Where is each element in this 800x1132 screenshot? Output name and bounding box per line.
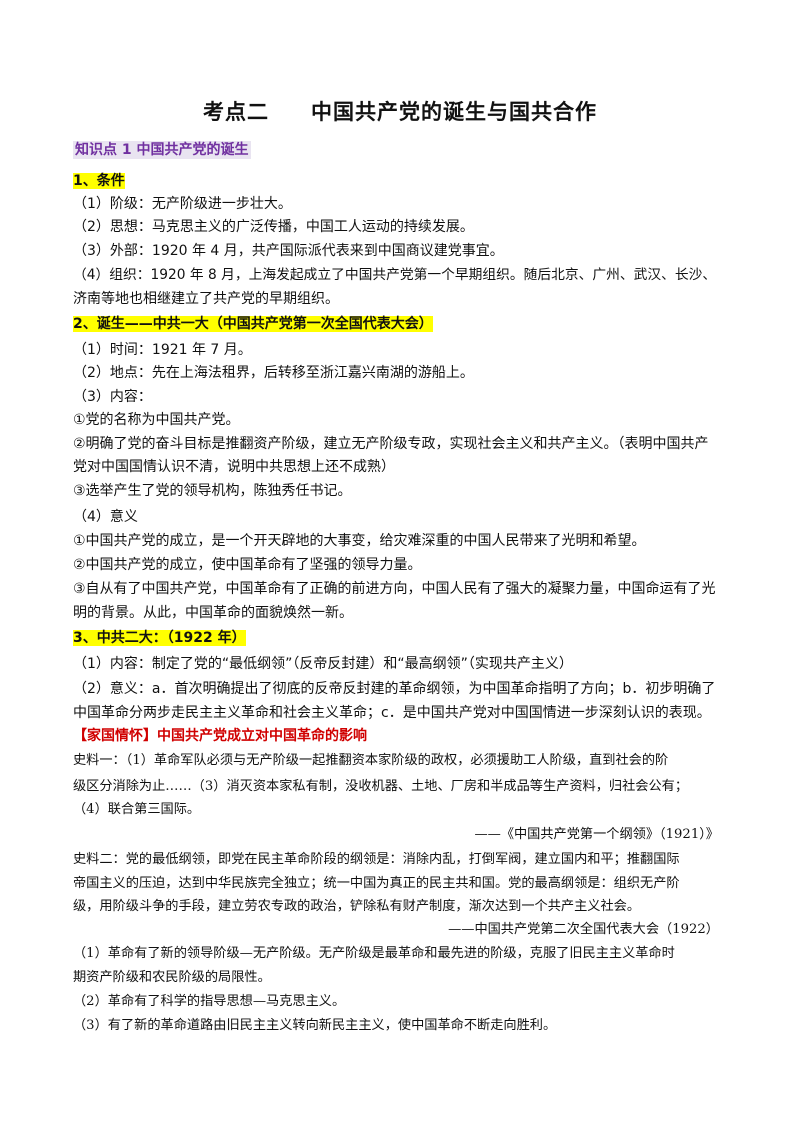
source-line: 史料一：（1）革命军队必须与无产阶级一起推翻资本家阶级的政权，必须援助工人阶级，…: [73, 753, 669, 768]
feeling-heading: 【家国情怀】中国共产党成立对中国革命的影响: [73, 727, 367, 745]
paragraph-line: （4）意义: [73, 509, 138, 525]
paragraph-line: （2）思想：马克思主义的广泛传播，中国工人运动的持续发展。: [73, 219, 474, 235]
section-heading-second-congress: 3、中共二大：（1922 年）: [73, 630, 246, 646]
knowledge-point-heading: 知识点 1 中国共产党的诞生: [73, 141, 251, 159]
title-text: 中国共产党的诞生与国共合作: [311, 100, 597, 124]
paragraph-line: （2）意义：a．首次明确提出了彻底的反帝反封建的革命纲领，为中国革命指明了方向；…: [73, 681, 716, 697]
section-heading-birth: 2、诞生——中共一大（中国共产党第一次全国代表大会）: [73, 316, 433, 332]
paragraph-line: ②明确了党的奋斗目标是推翻资产阶级，建立无产阶级专政，实现社会主义和共产主义。（…: [73, 436, 709, 452]
paragraph-line: 明的背景。从此，中国革命的面貌焕然一新。: [73, 605, 353, 621]
source-line: 级，用阶级斗争的手段，建立劳农专政的政治，铲除私有财产制度，渐次达到一个共产主义…: [73, 899, 641, 914]
paragraph-line: 中国革命分两步走民主主义革命和社会主义革命；c．是中国共产党对中国国情进一步深刻…: [73, 705, 711, 721]
paragraph-line: 济南等地也相继建立了共产党的早期组织。: [73, 291, 339, 307]
title-topic: 考点二: [203, 100, 269, 124]
paragraph-line: ③自从有了中国共产党，中国革命有了正确的前进方向，中国人民有了强大的凝聚力量，中…: [73, 581, 716, 597]
source-line: 史料二：党的最低纲领，即党在民主革命阶段的纲领是：消除内乱，打倒军阀，建立国内和…: [73, 852, 680, 867]
paragraph-line: （1）阶级：无产阶级进一步壮大。: [73, 196, 292, 212]
source-line: 帝国主义的压迫，达到中华民族完全独立；统一中国为真正的民主共和国。党的最高纲领是…: [73, 876, 680, 891]
source-citation-2: ——中国共产党第二次全国代表大会（1922）: [448, 922, 719, 937]
knowledge-point-label: 知识点 1 中国共产党的诞生: [73, 141, 251, 159]
paragraph-line: （1）时间：1921 年 7 月。: [73, 342, 252, 358]
paragraph-line: （3）外部：1920 年 4 月，共产国际派代表来到中国商议建党事宜。: [73, 243, 504, 259]
paragraph-line: （1）内容：制定了党的“最低纲领”（反帝反封建）和“最高纲领”（实现共产主义）: [73, 656, 573, 672]
source-line: （4）联合第三国际。: [73, 802, 201, 817]
paragraph-line: ①中国共产党的成立，是一个开天辟地的大事变，给灾难深重的中国人民带来了光明和希望…: [73, 533, 646, 549]
paragraph-line: ②中国共产党的成立，使中国革命有了坚强的领导力量。: [73, 557, 422, 573]
section-heading-conditions: 1、条件: [73, 173, 125, 189]
answer-line: （2）革命有了科学的指导思想—马克思主义。: [73, 994, 346, 1009]
paragraph-line: （4）组织：1920 年 8 月，上海发起成立了中国共产党第一个早期组织。随后北…: [73, 267, 717, 283]
answer-line: （1）革命有了新的领导阶级—无产阶级。无产阶级是最革命和最先进的阶级，克服了旧民…: [73, 946, 675, 961]
paragraph-line: ①党的名称为中国共产党。: [73, 412, 240, 428]
answer-line: （3）有了新的革命道路由旧民主主义转向新民主主义，使中国革命不断走向胜利。: [73, 1018, 557, 1033]
answer-line: 期资产阶级和农民阶级的局限性。: [73, 970, 271, 985]
paragraph-line: （3）内容：: [73, 389, 152, 405]
source-citation-1: ——《中国共产党第一个纲领》（1921）》: [474, 827, 719, 842]
source-line: 级区分消除为止……（3）消灭资本家私有制，没收机器、土地、厂房和半成品等生产资料…: [73, 779, 689, 794]
page-title: 考点二 中国共产党的诞生与国共合作: [0, 96, 800, 126]
paragraph-line: ③选举产生了党的领导机构，陈独秀任书记。: [73, 483, 352, 499]
paragraph-line: （2）地点：先在上海法租界，后转移至浙江嘉兴南湖的游船上。: [73, 365, 474, 381]
feeling-tag: 【家国情怀】: [73, 728, 157, 744]
feeling-title: 中国共产党成立对中国革命的影响: [157, 728, 367, 744]
paragraph-line: 党对中国国情认识不清，说明中共思想上还不成熟）: [73, 459, 395, 475]
